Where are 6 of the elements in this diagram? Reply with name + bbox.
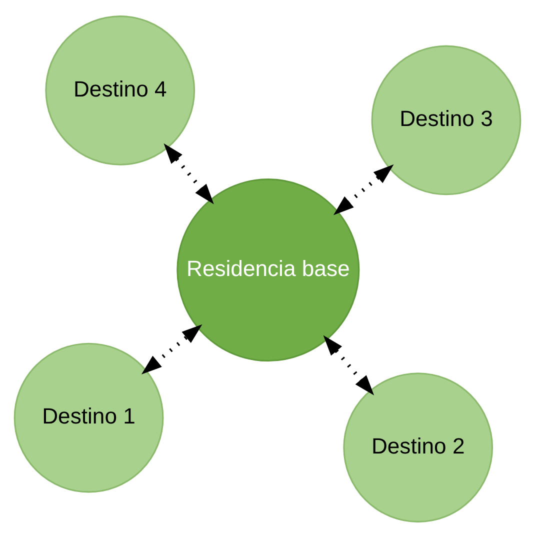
arrow bbox=[323, 334, 374, 395]
arrow bbox=[141, 324, 202, 374]
node-circle: Destino 2 bbox=[343, 372, 494, 522]
node-circle: Residencia base bbox=[176, 178, 360, 362]
arrow bbox=[333, 164, 394, 215]
arrow bbox=[164, 142, 214, 204]
